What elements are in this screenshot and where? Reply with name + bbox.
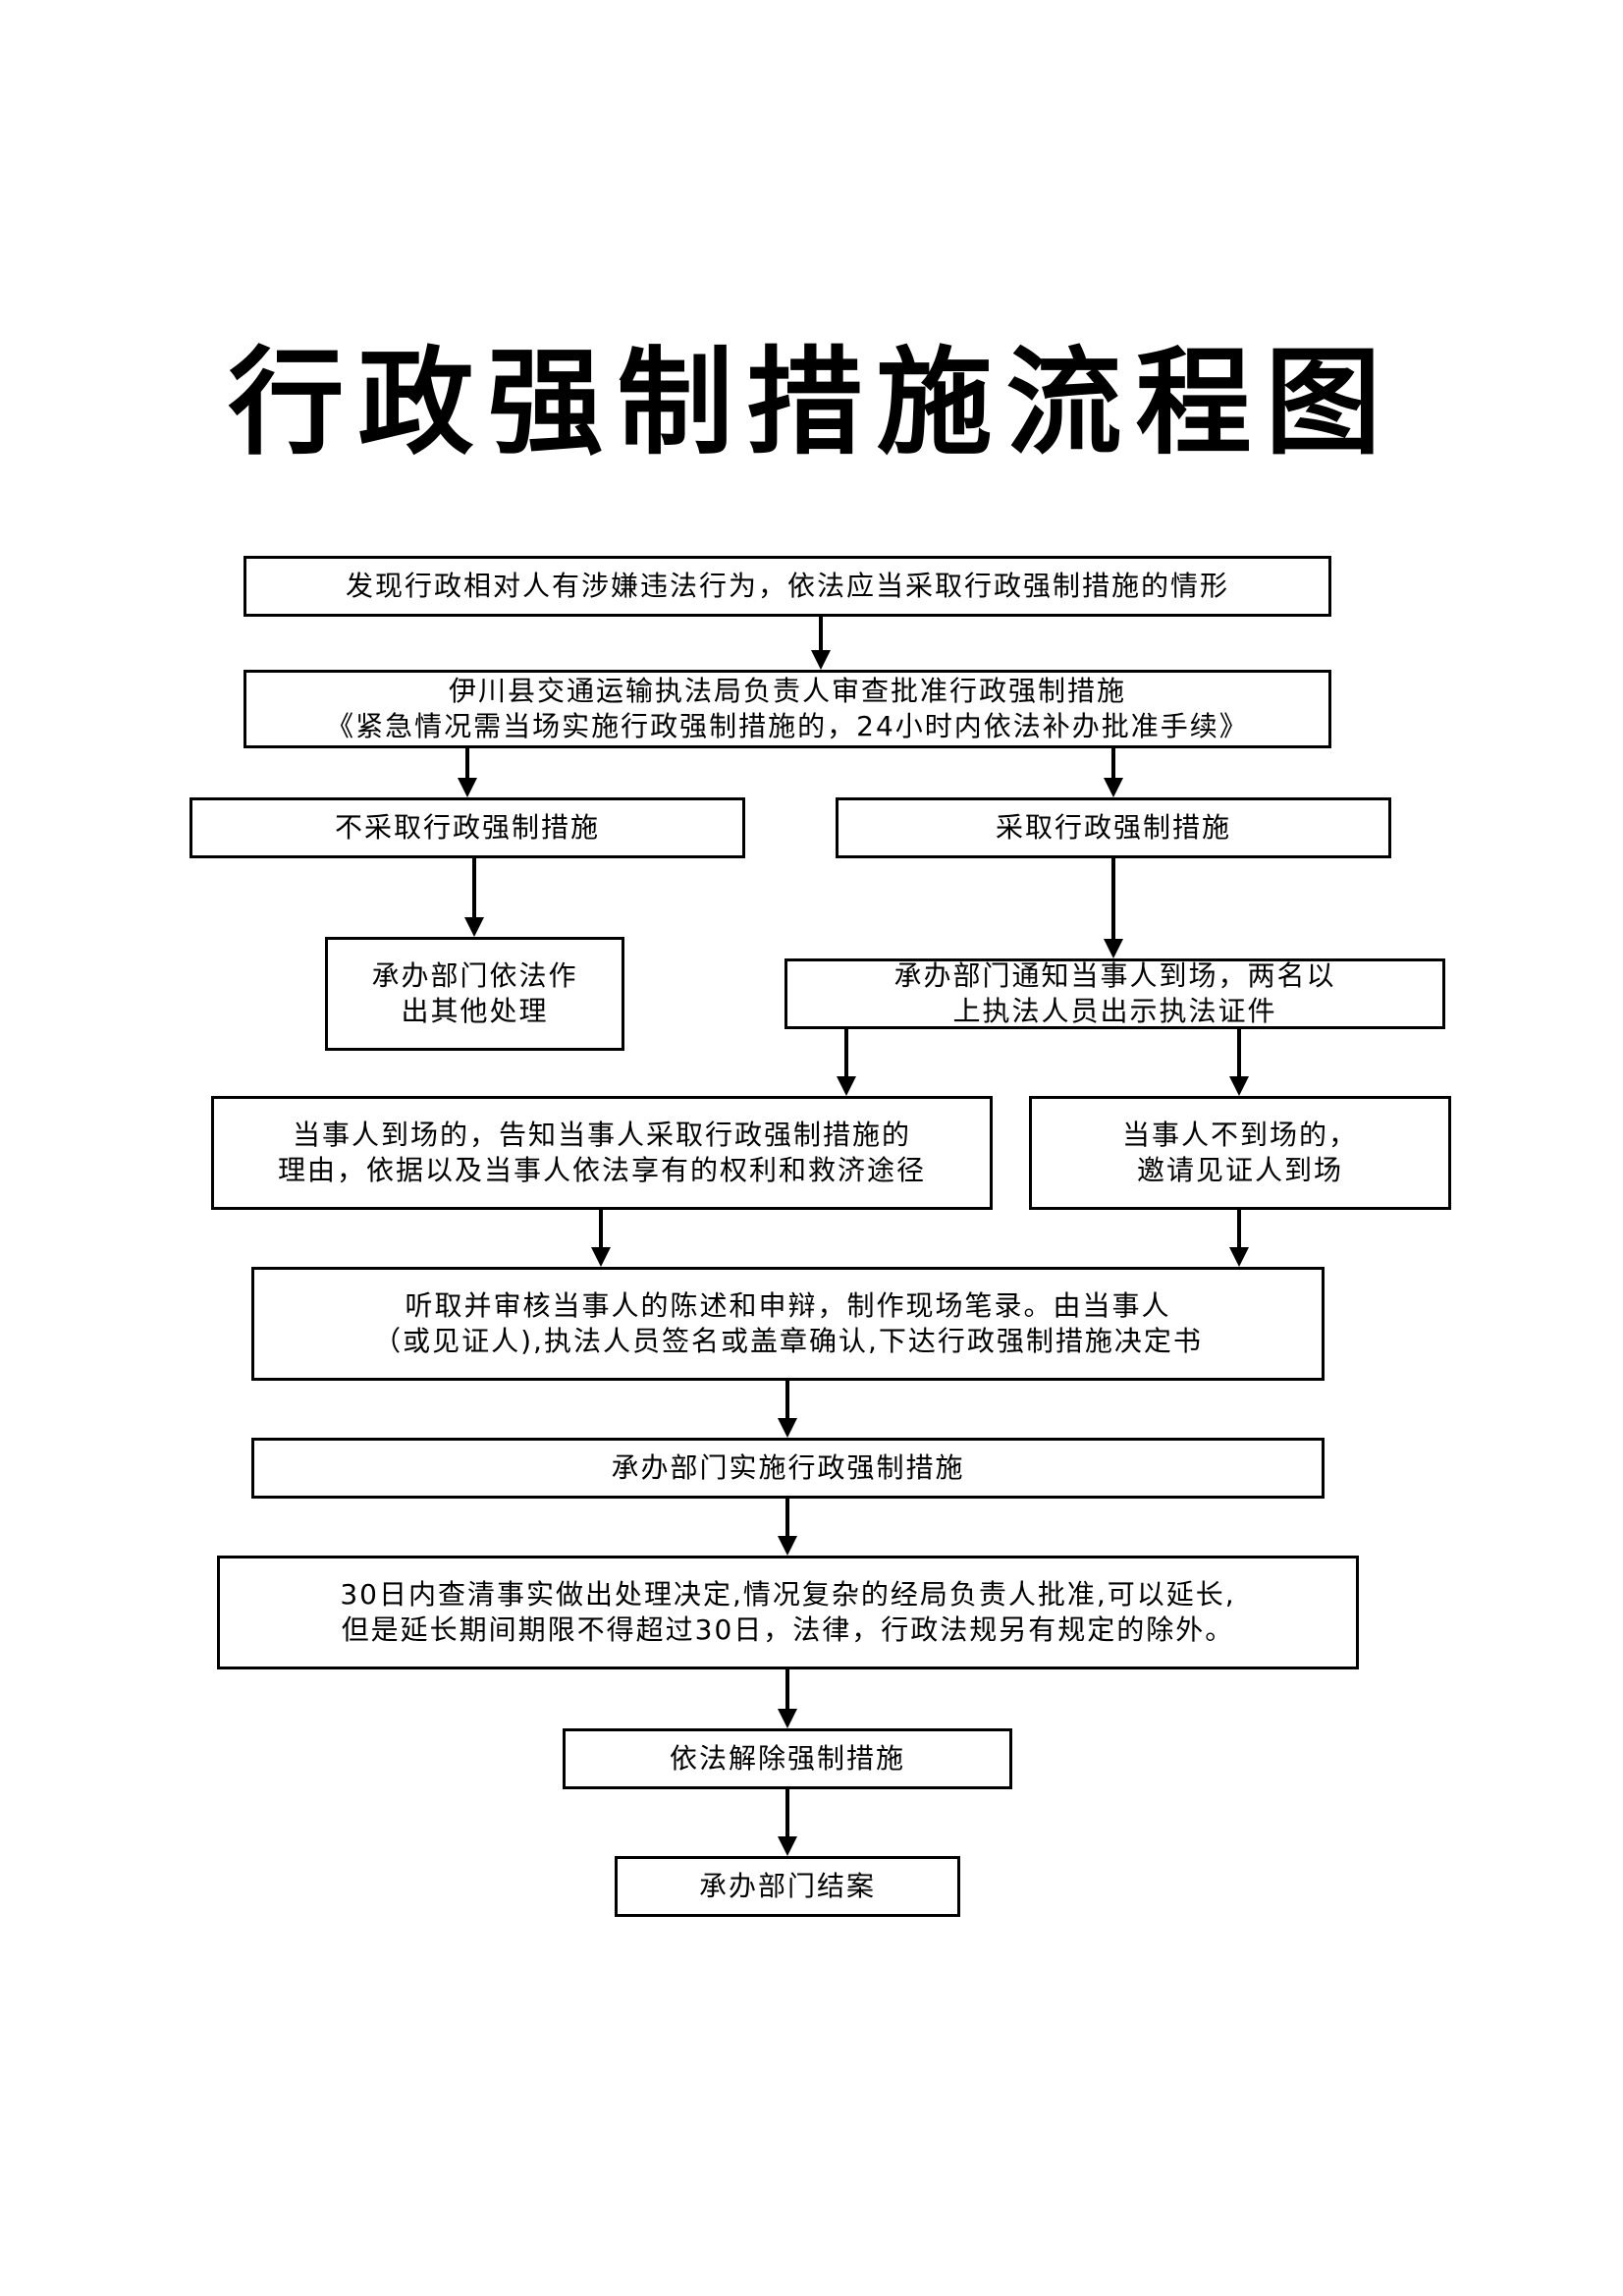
node-text-line: （或见证人),执法人员签名或盖章确认,下达行政强制措施决定书	[373, 1325, 1203, 1357]
arrow-head	[1229, 1247, 1249, 1267]
arrow-head	[778, 1536, 797, 1556]
node-text-line: 当事人不到场的，	[1121, 1119, 1358, 1151]
node-text-line: 但是延长期间期限不得超过30日，法律，行政法规另有规定的除外。	[341, 1613, 1235, 1646]
arrow-head	[778, 1836, 797, 1856]
arrow-head	[464, 917, 484, 937]
arrow-head	[591, 1247, 611, 1267]
node-close: 承办部门结案	[615, 1856, 960, 1917]
node-text-line: 承办部门结案	[698, 1870, 876, 1902]
node-text-line: 依法解除强制措施	[669, 1742, 905, 1775]
arrow-decide-to-release	[778, 1669, 797, 1728]
node-party-absent: 当事人不到场的，邀请见证人到场	[1029, 1096, 1451, 1210]
arrow-head	[458, 778, 477, 797]
node-release: 依法解除强制措施	[563, 1728, 1012, 1789]
node-text-line: 当事人到场的，告知当事人采取行政强制措施的	[292, 1119, 911, 1151]
arrow-head	[778, 1709, 797, 1728]
arrow-notify-to-present	[837, 1029, 856, 1096]
arrow-absent-to-record	[1229, 1210, 1249, 1267]
node-text-line: 30日内查清事实做出处理决定,情况复杂的经局负责人批准,可以延长,	[340, 1578, 1236, 1611]
page-title: 行政强制措施流程图	[228, 335, 1395, 470]
arrow-head	[837, 1076, 856, 1096]
arrow-approve-to-take	[1104, 748, 1123, 797]
node-start: 发现行政相对人有涉嫌违法行为，依法应当采取行政强制措施的情形	[243, 556, 1331, 617]
node-text-line: 上执法人员出示执法证件	[952, 995, 1277, 1027]
node-implement: 承办部门实施行政强制措施	[251, 1438, 1325, 1499]
node-text-line: 听取并审核当事人的陈述和申辩，制作现场笔录。由当事人	[405, 1289, 1171, 1322]
node-text-line: 承办部门实施行政强制措施	[611, 1451, 965, 1484]
arrow-release-to-close	[778, 1789, 797, 1856]
node-text-line: 采取行政强制措施	[995, 811, 1231, 844]
arrow-head	[1104, 939, 1123, 958]
node-text-line: 发现行政相对人有涉嫌违法行为，依法应当采取行政强制措施的情形	[345, 570, 1229, 602]
node-text-line: 承办部门通知当事人到场，两名以	[893, 959, 1336, 992]
arrow-record-to-implement	[778, 1381, 797, 1438]
node-text-line: 承办部门依法作	[371, 959, 578, 992]
arrow-not-take-to-other	[464, 858, 484, 937]
node-text-line: 理由，依据以及当事人依法享有的权利和救济途径	[277, 1154, 926, 1186]
node-not-take: 不采取行政强制措施	[189, 797, 745, 858]
arrow-implement-to-decide	[778, 1499, 797, 1556]
node-take: 采取行政强制措施	[836, 797, 1391, 858]
node-text-line: 《紧急情况需当场实施行政强制措施的，24小时内依法补办批准手续》	[326, 710, 1249, 742]
node-text-line: 出其他处理	[401, 995, 549, 1027]
arrow-approve-to-not-take	[458, 748, 477, 797]
node-party-present: 当事人到场的，告知当事人采取行政强制措施的理由，依据以及当事人依法享有的权利和救…	[211, 1096, 993, 1210]
arrow-take-to-notify	[1104, 858, 1123, 958]
node-text-line: 邀请见证人到场	[1136, 1154, 1343, 1186]
node-approve: 伊川县交通运输执法局负责人审查批准行政强制措施《紧急情况需当场实施行政强制措施的…	[243, 670, 1331, 748]
arrow-notify-to-absent	[1229, 1029, 1249, 1096]
arrow-start-to-approve	[811, 617, 831, 670]
arrow-head	[811, 650, 831, 670]
arrow-head	[1229, 1076, 1249, 1096]
node-notify: 承办部门通知当事人到场，两名以上执法人员出示执法证件	[784, 958, 1445, 1029]
arrow-head	[1104, 778, 1123, 797]
node-text-line: 不采取行政强制措施	[334, 811, 600, 844]
node-text-line: 伊川县交通运输执法局负责人审查批准行政强制措施	[448, 675, 1126, 707]
node-other-handling: 承办部门依法作出其他处理	[325, 937, 624, 1051]
arrow-head	[778, 1418, 797, 1438]
node-decide: 30日内查清事实做出处理决定,情况复杂的经局负责人批准,可以延长,但是延长期间期…	[217, 1556, 1359, 1669]
node-record: 听取并审核当事人的陈述和申辩，制作现场笔录。由当事人（或见证人),执法人员签名或…	[251, 1267, 1325, 1381]
arrow-present-to-record	[591, 1210, 611, 1267]
